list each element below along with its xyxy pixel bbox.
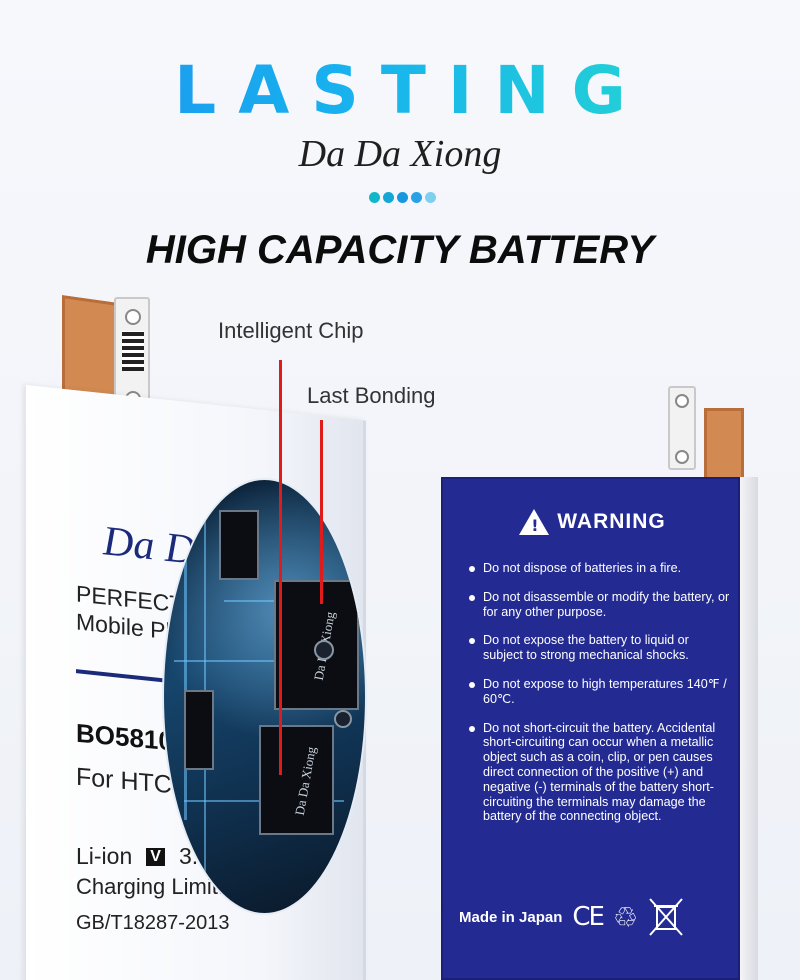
warning-item: Do not disassemble or modify the battery…: [469, 590, 731, 620]
ce-mark-icon: CE: [572, 902, 605, 932]
callout-chip-label: Intelligent Chip: [218, 318, 364, 343]
battery-right-warning-panel: ! WARNING Do not dispose of batteries in…: [441, 477, 740, 980]
dot: [369, 192, 380, 203]
warning-title: WARNING: [557, 510, 666, 533]
warning-list: Do not dispose of batteries in a fire. D…: [469, 561, 731, 838]
tab-hole: [125, 309, 141, 325]
tab-chip: [122, 331, 144, 371]
warning-triangle-icon: !: [519, 509, 550, 535]
label-charging: Charging Limit:: [76, 874, 224, 899]
ic-chip: Da Da Xiong: [259, 725, 334, 835]
flex-cable-right: [704, 408, 744, 480]
ic-chip: [184, 690, 214, 770]
ic-chip: [219, 510, 259, 580]
recycle-icon: ♲: [612, 900, 639, 934]
dot: [411, 192, 422, 203]
battery-right-side: [738, 477, 758, 980]
capacitor: [314, 640, 334, 660]
warning-item: Do not expose the battery to liquid or s…: [469, 633, 731, 663]
dot: [397, 192, 408, 203]
label-standard: GB/T18287-2013: [76, 912, 230, 934]
label-liion-row: Li-ion V 3.: [76, 843, 198, 870]
weee-bin-icon: [649, 898, 683, 936]
chip-text: Da Da Xiong: [291, 745, 319, 817]
tab-hole: [675, 450, 689, 464]
connector-tab-right: [668, 386, 696, 470]
dot: [425, 192, 436, 203]
callout-bonding-label: Last Bonding: [307, 383, 436, 408]
brand-subtitle: Da Da Xiong: [298, 133, 502, 175]
warning-item: Do not expose to high temperatures 140℉ …: [469, 677, 731, 707]
decorative-dots: [369, 192, 436, 203]
made-in-label: Made in Japan: [459, 908, 563, 926]
callout-chip-line: [279, 360, 282, 775]
warning-item: Do not short-circuit the battery. Accide…: [469, 721, 731, 825]
circuit-closeup: Da Da Xiong Da Da Xiong: [162, 478, 367, 915]
label-v-badge: V: [146, 847, 165, 866]
dot: [383, 192, 394, 203]
capacitor: [334, 710, 352, 728]
warning-header: ! WARNING: [443, 509, 742, 535]
warning-item: Do not dispose of batteries in a fire.: [469, 561, 731, 576]
label-liion: Li-ion: [76, 843, 133, 869]
tab-hole: [675, 394, 689, 408]
callout-bonding-line: [320, 420, 323, 604]
compliance-row: Made in Japan CE ♲: [459, 897, 684, 937]
brand-title: LASTING: [0, 52, 800, 129]
headline: HIGH CAPACITY BATTERY: [145, 228, 655, 272]
